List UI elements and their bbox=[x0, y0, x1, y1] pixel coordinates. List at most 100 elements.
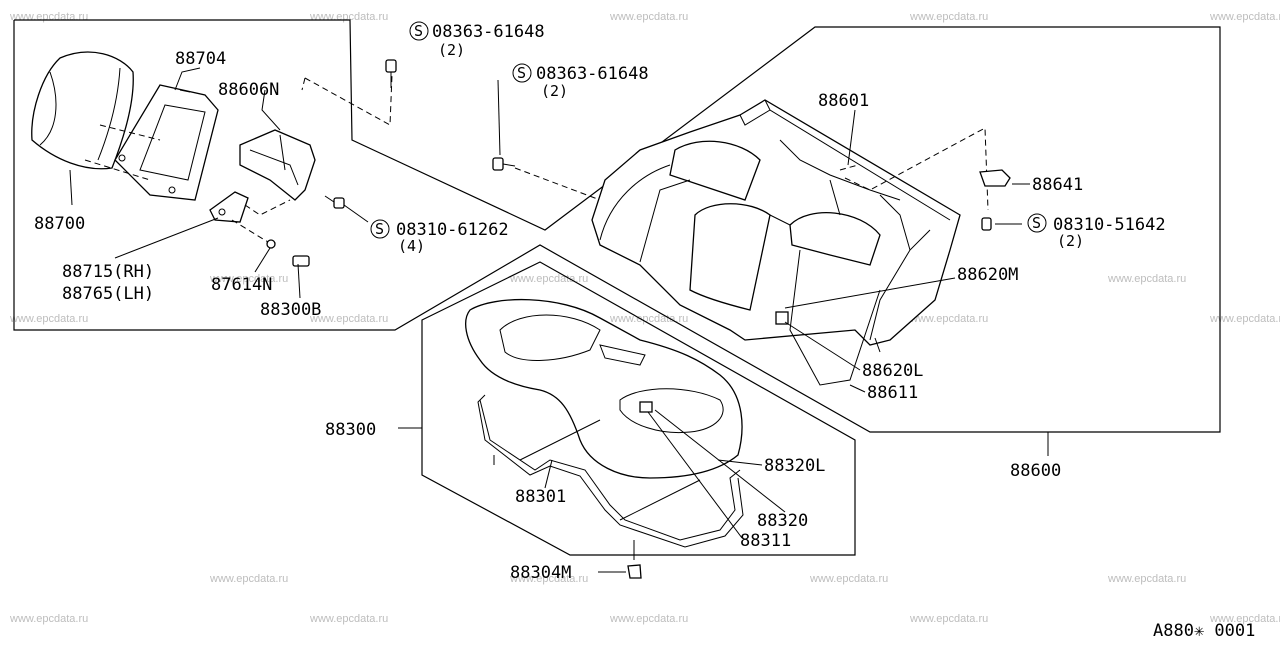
leader-line bbox=[343, 204, 369, 223]
part-label-88311: 88311 bbox=[740, 531, 791, 551]
screw-icon bbox=[324, 195, 345, 209]
watermark: www.epcdata.ru bbox=[809, 573, 888, 585]
guide-line bbox=[304, 74, 393, 126]
screw-callout-1: S 08363-61648 (2) bbox=[409, 21, 545, 59]
watermark: www.epcdata.ru bbox=[9, 11, 88, 23]
leader-line bbox=[847, 109, 856, 166]
screw-part-number: 08363-61648 bbox=[536, 64, 649, 84]
watermark: www.epcdata.ru bbox=[309, 613, 388, 625]
watermark: www.epcdata.ru bbox=[9, 313, 88, 325]
guide-line bbox=[231, 219, 269, 243]
watermark: www.epcdata.ru bbox=[309, 313, 388, 325]
part-label-88620M: 88620M bbox=[957, 265, 1018, 285]
guide-line bbox=[844, 127, 989, 211]
guide-line bbox=[99, 124, 161, 141]
hinge-88641 bbox=[979, 169, 1011, 187]
watermark: www.epcdata.ru bbox=[1209, 11, 1280, 23]
leader-line bbox=[544, 459, 553, 489]
leader-line bbox=[69, 169, 73, 206]
watermark: www.epcdata.ru bbox=[509, 273, 588, 285]
screw-quantity: (2) bbox=[438, 41, 465, 59]
seat-cushion-88300 bbox=[465, 298, 744, 548]
watermark: www.epcdata.ru bbox=[1107, 273, 1186, 285]
screw-part-number: 08310-51642 bbox=[1053, 215, 1166, 235]
guide-line bbox=[839, 164, 859, 171]
watermark: www.epcdata.ru bbox=[1209, 313, 1280, 325]
guide-line bbox=[84, 159, 151, 181]
screw-quantity: (4) bbox=[398, 237, 425, 255]
leader-line bbox=[497, 79, 501, 156]
screw-icon bbox=[981, 217, 992, 231]
screw-icon bbox=[492, 157, 516, 171]
screw-symbol-icon bbox=[409, 21, 429, 41]
leader-line bbox=[849, 384, 866, 393]
screw-part-number: 08363-61648 bbox=[432, 22, 545, 42]
part-label-88611: 88611 bbox=[867, 383, 918, 403]
part-label-88620L: 88620L bbox=[862, 361, 923, 381]
screw-symbol: S bbox=[1032, 214, 1041, 232]
watermark: www.epcdata.ru bbox=[209, 573, 288, 585]
leader-line bbox=[114, 217, 219, 259]
screw-callout-2: S 08363-61648 (2) bbox=[512, 63, 649, 100]
watermark: www.epcdata.ru bbox=[9, 613, 88, 625]
watermark: www.epcdata.ru bbox=[1107, 573, 1186, 585]
bracket-88606N bbox=[239, 129, 316, 201]
screw-symbol-icon bbox=[512, 63, 532, 83]
watermark: www.epcdata.ru bbox=[209, 273, 288, 285]
leader-line bbox=[254, 247, 271, 273]
watermark: www.epcdata.ru bbox=[609, 613, 688, 625]
screw-callout-3: S 08310-61262 (4) bbox=[370, 219, 509, 255]
watermark: www.epcdata.ru bbox=[1209, 613, 1280, 625]
watermark: www.epcdata.ru bbox=[909, 313, 988, 325]
leader-line bbox=[784, 277, 956, 309]
screw-symbol: S bbox=[517, 64, 526, 82]
bracket-88715 bbox=[209, 191, 249, 223]
clip-88304M bbox=[627, 540, 642, 579]
watermark: www.epcdata.ru bbox=[309, 11, 388, 23]
part-label-88300B: 88300B bbox=[260, 300, 321, 320]
rear-seat-back-frame bbox=[13, 19, 1221, 433]
part-label-88600: 88600 bbox=[1010, 461, 1061, 481]
part-label-88301: 88301 bbox=[515, 487, 566, 507]
bolt-icon bbox=[292, 255, 310, 267]
watermark: www.epcdata.ru bbox=[609, 11, 688, 23]
part-label-88320: 88320 bbox=[757, 511, 808, 531]
screw-symbol: S bbox=[414, 22, 423, 40]
screw-quantity: (2) bbox=[1057, 232, 1084, 250]
screw-symbol-icon bbox=[370, 219, 390, 239]
leader-line bbox=[261, 89, 281, 131]
part-label-88715: 88715(RH) bbox=[62, 262, 154, 282]
part-label-88704: 88704 bbox=[175, 49, 226, 69]
leader-line bbox=[174, 67, 201, 91]
part-label-88300: 88300 bbox=[325, 420, 376, 440]
guide-line bbox=[301, 77, 306, 91]
part-label-88601: 88601 bbox=[818, 91, 869, 111]
headrest-88700 bbox=[31, 51, 134, 170]
part-label-88765: 88765(LH) bbox=[62, 284, 154, 304]
screw-symbol-icon bbox=[1027, 213, 1047, 233]
nut-icon bbox=[266, 239, 276, 249]
seat-back-88601 bbox=[591, 99, 961, 386]
leader-line bbox=[647, 411, 743, 539]
screw-symbol: S bbox=[375, 220, 384, 238]
part-label-88700: 88700 bbox=[34, 214, 85, 234]
leader-line bbox=[717, 459, 763, 466]
screw-quantity: (2) bbox=[541, 82, 568, 100]
screw-part-number: 08310-61262 bbox=[396, 220, 509, 240]
part-label-88320L: 88320L bbox=[764, 456, 825, 476]
rear-seat-cushion-frame bbox=[421, 261, 856, 556]
part-label-87614N: 87614N bbox=[211, 275, 272, 295]
watermark: www.epcdata.ru bbox=[509, 573, 588, 585]
part-label-88606N: 88606N bbox=[218, 80, 279, 100]
leader-line bbox=[654, 409, 786, 513]
watermark: www.epcdata.ru bbox=[609, 313, 688, 325]
screw-callout-4: S 08310-51642 (2) bbox=[1027, 213, 1166, 250]
diagram-code: A880✳ 0001 bbox=[1153, 621, 1255, 640]
screw-icon bbox=[385, 59, 397, 88]
part-label-88641: 88641 bbox=[1032, 175, 1083, 195]
leader-line bbox=[297, 263, 301, 299]
guide-line bbox=[244, 199, 291, 216]
headrest-frame-88704 bbox=[114, 84, 219, 201]
